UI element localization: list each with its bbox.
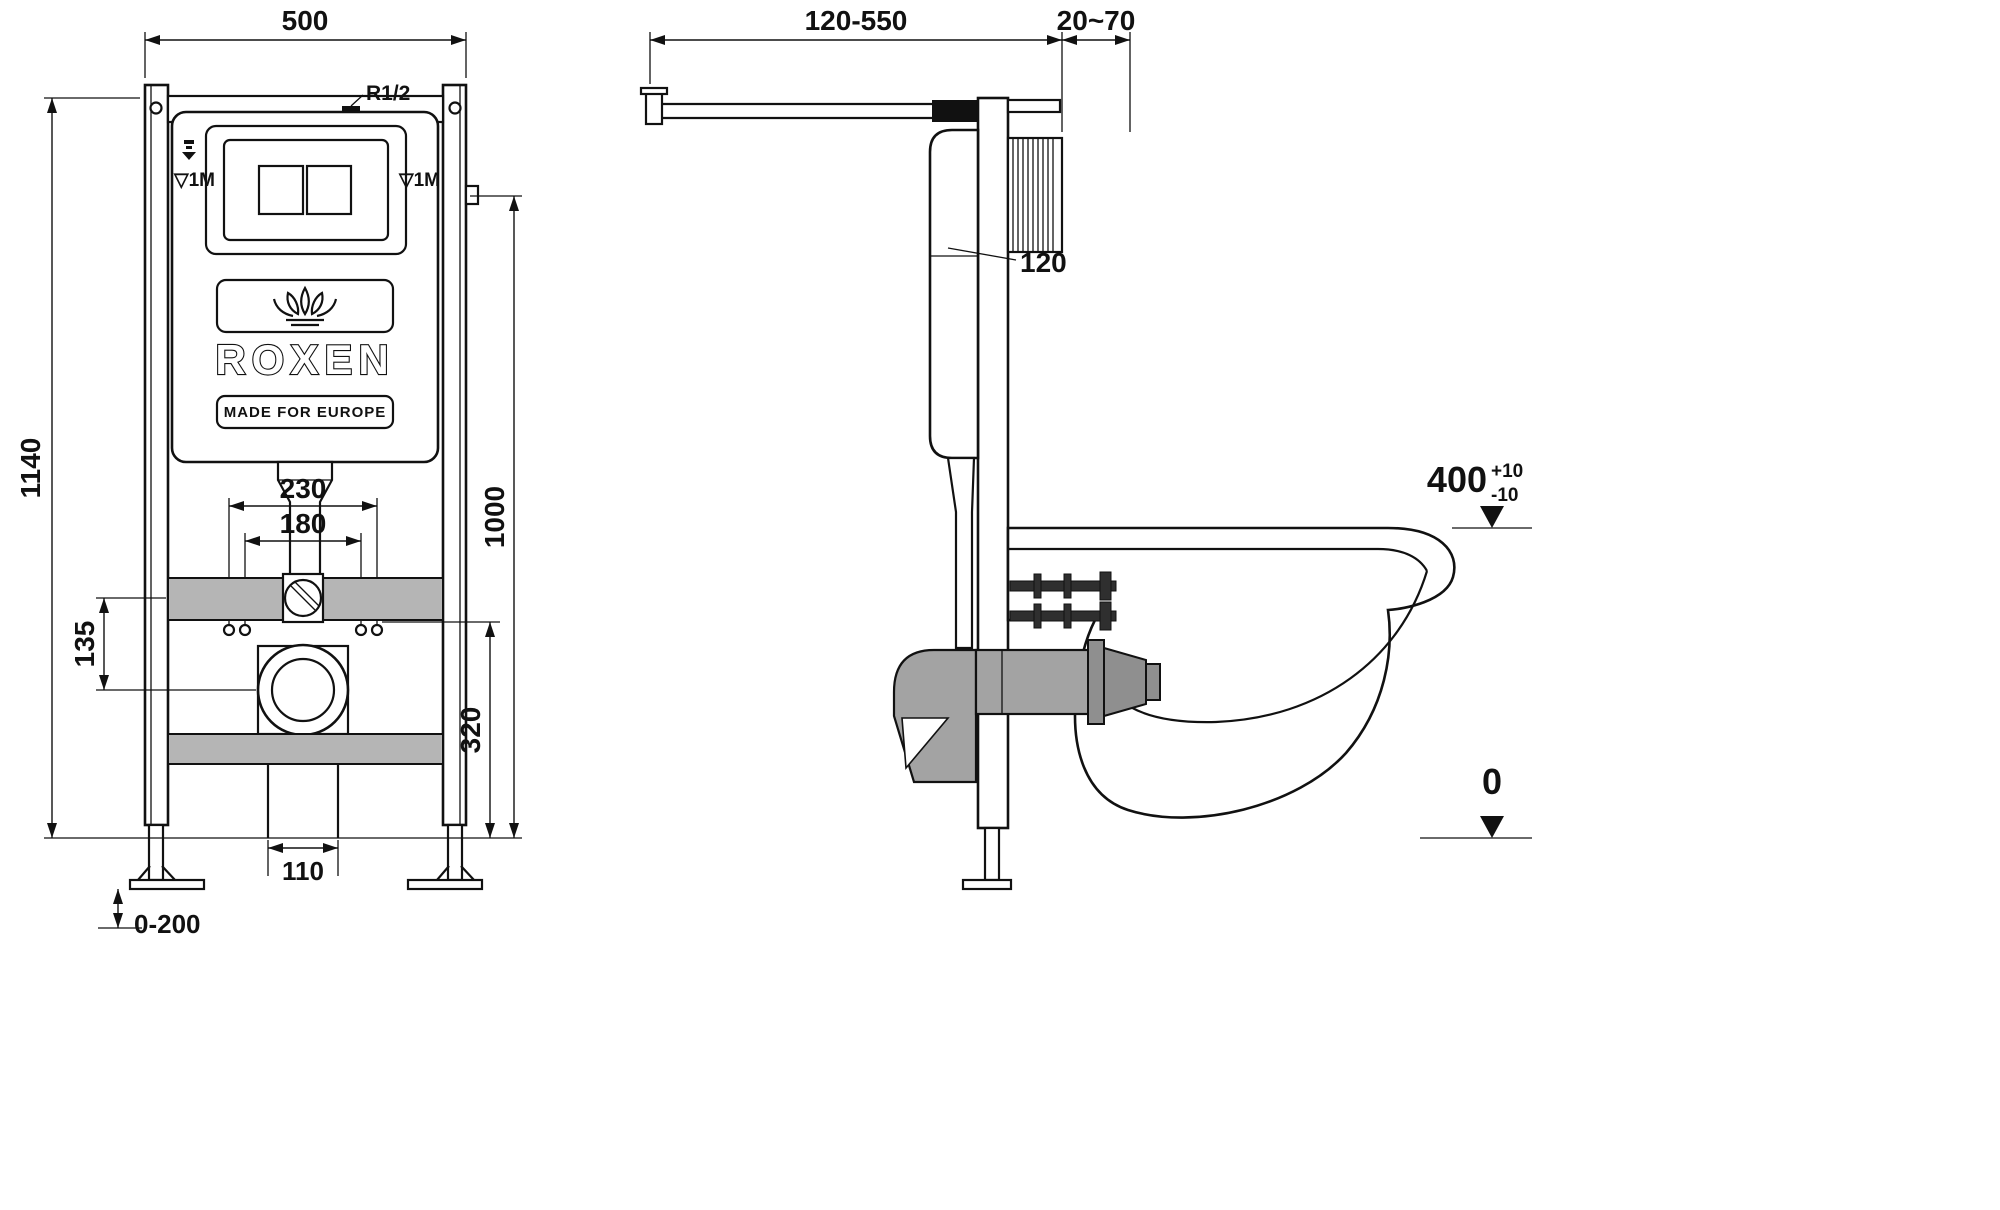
dim-20-70: 20~70 [1057, 5, 1136, 132]
brand-name: ROXEN [215, 336, 394, 383]
supply-valve [932, 100, 978, 122]
wall-anchor-arm [1006, 98, 1062, 114]
leg-left [128, 823, 206, 891]
flush-plate [204, 124, 408, 256]
level-triangle-icon [1480, 506, 1504, 528]
dim-1000: 1000 [470, 195, 522, 838]
fixing-bolt [238, 623, 252, 637]
dim-1140: 1140 [15, 97, 140, 838]
drain-pipe [974, 648, 1094, 716]
foot-left [128, 878, 206, 891]
flush-plate-shaft [1006, 136, 1064, 254]
dim-110: 110 [267, 840, 339, 886]
side-cistern [928, 128, 980, 650]
frame-left-rail [143, 83, 170, 827]
lower-crossbar [167, 733, 444, 765]
dim-230: 230 [229, 473, 377, 511]
drain-flange [1087, 639, 1105, 725]
dim-120-label: 120 [1020, 247, 1067, 278]
mount-hole-left [149, 101, 163, 115]
seat-height-marker: 400 +10 -10 [1427, 459, 1532, 529]
dim-0-200: 0-200 [98, 889, 201, 939]
dim-1000-label: 1000 [479, 486, 510, 548]
dim-1140-label: 1140 [15, 438, 46, 499]
dim-320: 320 [382, 621, 500, 838]
dim-120-550: 120-550 [649, 5, 1063, 132]
toilet-bowl [1006, 526, 1456, 819]
fixing-rod-top [1009, 571, 1117, 601]
flush-button-right [305, 164, 353, 216]
floor-level-marker: 0 [1420, 761, 1532, 839]
drain-assembly [892, 639, 1161, 784]
drain-cone [1103, 646, 1147, 718]
thread-leader-line [350, 94, 364, 107]
seat-height-tol-minus: -10 [1491, 485, 1518, 506]
dim-120-550-label: 120-550 [805, 5, 908, 36]
front-view: R1/2 ▽1M ▽1M [15, 5, 522, 939]
leg-right [406, 823, 484, 891]
dim-20-70-label: 20~70 [1057, 5, 1136, 36]
seat-height-tol-plus: +10 [1491, 461, 1523, 482]
side-tab [464, 184, 480, 206]
drain-tip [1145, 663, 1161, 701]
supply-pipe [639, 86, 978, 126]
side-foot [961, 878, 1013, 891]
side-leg [961, 826, 1013, 891]
side-flush-pipe [946, 456, 976, 650]
brand-crown-box [215, 278, 395, 334]
inlet-icon [182, 140, 196, 160]
dim-110-label: 110 [282, 856, 324, 886]
dim-135: 135 [69, 597, 256, 691]
brand-logo: ROXEN MADE FOR EUROPE [214, 278, 395, 430]
side-wall-rail [976, 96, 1010, 830]
thread-label: R1/2 [366, 82, 410, 105]
fixing-bolt [222, 623, 236, 637]
outlet-flange-inner [270, 657, 336, 723]
water-mark-left: ▽1M [173, 170, 215, 191]
brand-crown-icon [272, 285, 338, 327]
seat-height-label: 400 [1427, 459, 1487, 500]
supply-elbow [644, 90, 664, 126]
flush-button-left [257, 164, 305, 216]
dim-180: 180 [245, 508, 361, 546]
dim-500-label: 500 [282, 5, 329, 36]
brand-tagline-box [215, 394, 395, 430]
fixing-bolt [370, 623, 384, 637]
drain-elbow-miter [901, 717, 950, 771]
dim-500: 500 [144, 5, 467, 78]
dim-120: 120 [947, 247, 1067, 278]
dim-230-label: 230 [280, 473, 327, 504]
fixing-bolt [354, 623, 368, 637]
dim-0-200-label: 0-200 [134, 909, 201, 939]
level-triangle-icon [1480, 816, 1504, 838]
mount-hole-right [448, 101, 462, 115]
floor-level-label: 0 [1482, 761, 1502, 802]
side-view: 120-550 20~70 120 400 +10 -10 0 [639, 5, 1532, 891]
dim-180-label: 180 [280, 508, 327, 539]
dim-135-label: 135 [69, 621, 100, 668]
dim-320-label: 320 [455, 707, 486, 754]
fixing-rod-bottom [1009, 601, 1117, 631]
brand-tagline: MADE FOR EUROPE [224, 404, 387, 421]
water-mark-right: ▽1M [398, 170, 440, 191]
foot-right [406, 878, 484, 891]
